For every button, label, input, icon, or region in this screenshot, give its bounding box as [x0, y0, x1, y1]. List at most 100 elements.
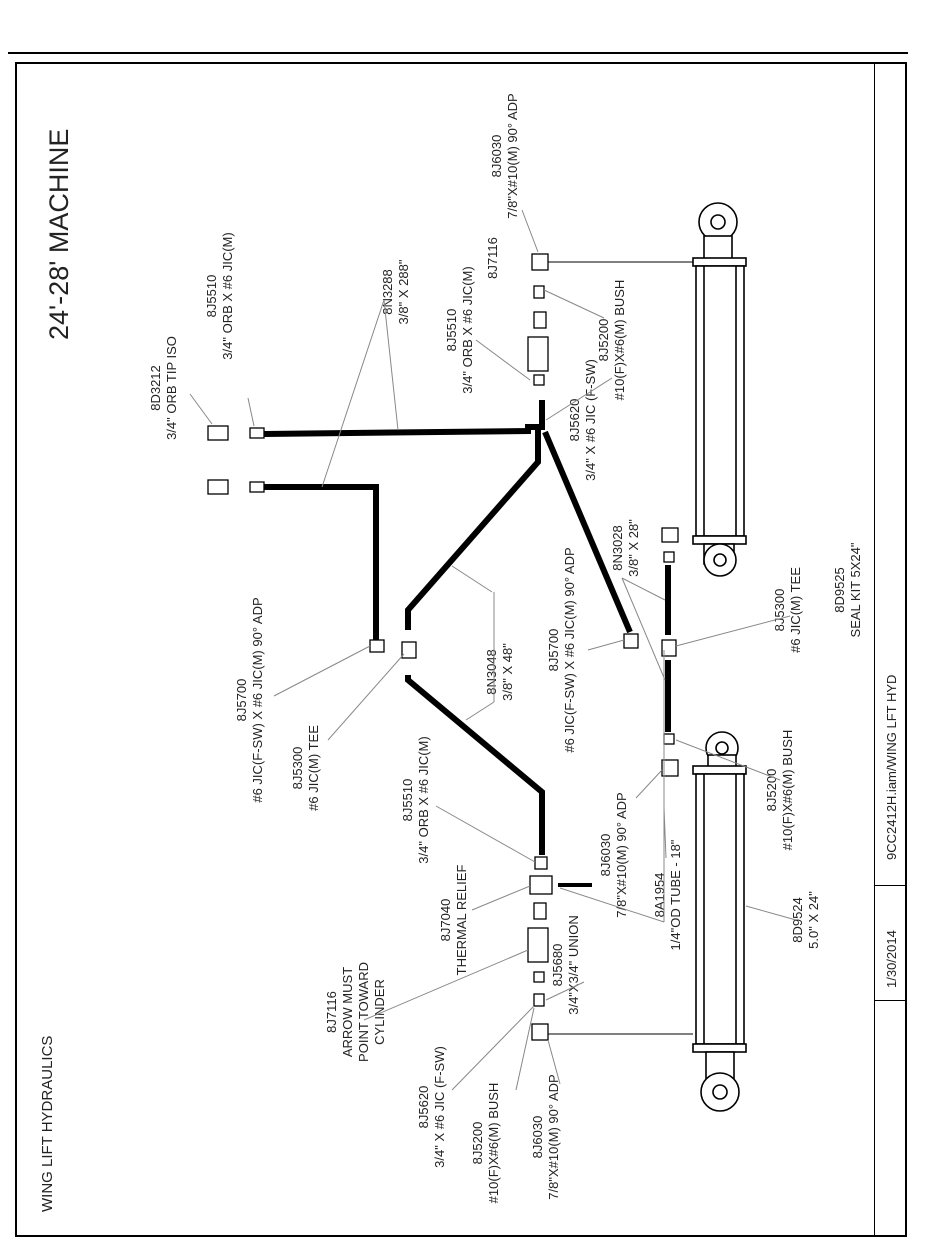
callout-8j5300-right: 8J5300 #6 JIC(M) TEE	[772, 567, 803, 653]
callout-8j5200-top: 8J5200 #10(F)X#6(M) BUSH	[596, 280, 627, 401]
part-description: #6 JIC(F-SW) X #6 JIC(M) 90° ADP	[250, 597, 265, 802]
callout-8j7040: 8J7040 THERMAL RELIEF	[438, 865, 469, 976]
note-line: CYLINDER	[372, 979, 387, 1045]
part-description: 3/4" X #6 JIC (F-SW)	[432, 1046, 447, 1168]
hose-8n3048-upper	[405, 427, 541, 630]
part-number: 8J5620	[567, 399, 582, 442]
part-description: 3/8" X 28"	[626, 519, 641, 577]
part-description: #10(F)X#6(M) BUSH	[612, 280, 627, 401]
fitting-cyl-upper-bush	[663, 551, 675, 563]
callout-8d9525: 8D9525 SEAL KIT 5X24"	[832, 542, 863, 637]
drawing-title: 24'-28' MACHINE	[44, 129, 74, 340]
part-description: 3/8" X 288"	[396, 259, 411, 324]
callout-8j5510-mid: 8J5510 3/4" ORB X #6 JIC(M)	[444, 266, 475, 393]
callout-8j6030-low: 8J6030 7/8"X#10(M) 90° ADP	[530, 1074, 561, 1199]
part-number: 8J6030	[489, 135, 504, 178]
part-number: 8J5510	[444, 309, 459, 352]
callout-8a1954: 8A1954 1/4"OD TUBE - 18"	[652, 839, 683, 950]
callout-8j7116-low: 8J7116 ARROW MUST POINT TOWARD CYLINDER	[324, 962, 387, 1062]
part-number: 8J6030	[530, 1116, 545, 1159]
part-description: THERMAL RELIEF	[454, 865, 469, 976]
title-block-divider	[874, 885, 907, 886]
fitting-tee-right	[661, 639, 677, 657]
part-description: 3/4" ORB X #6 JIC(M)	[220, 232, 235, 359]
part-description: #10(F)X#6(M) BUSH	[780, 730, 795, 851]
top-rule	[8, 52, 908, 54]
callout-8j5510-top: 8J5510 3/4" ORB X #6 JIC(M)	[204, 232, 235, 359]
hose-8n3288-lower	[264, 484, 379, 641]
fitting-low-bush	[533, 993, 545, 1007]
part-number: 8J5700	[234, 679, 249, 722]
title-block-column	[874, 62, 907, 1237]
fitting-cyl-lower-bush	[663, 733, 675, 745]
part-number: 8J5620	[416, 1086, 431, 1129]
callout-8n3028: 8N3028 3/8" X 28"	[610, 519, 641, 577]
fitting-cyl-upper-adp	[661, 527, 679, 543]
fitting-low-jic	[534, 856, 548, 870]
hose-lines	[263, 400, 671, 855]
fitting-low-adp	[531, 1023, 549, 1041]
callout-8d9524: 8D9524 5.0" X 24"	[790, 891, 821, 949]
part-number: 8J5300	[290, 747, 305, 790]
fitting-adp-upper	[249, 427, 265, 439]
drawing-frame	[15, 62, 907, 1237]
title-block-date: 1/30/2014	[884, 930, 899, 988]
part-number: 8J6030	[598, 834, 613, 877]
title-block-divider	[874, 1000, 907, 1001]
part-description: 7/8"X#10(M) 90° ADP	[546, 1074, 561, 1199]
part-number: 8N3048	[484, 649, 499, 695]
callout-8d3212: 8D3212 3/4" ORB TIP ISO	[148, 336, 179, 440]
part-description: 3/4" ORB X #6 JIC(M)	[460, 266, 475, 393]
callout-8j5620-low: 8J5620 3/4" X #6 JIC (F-SW)	[416, 1046, 447, 1168]
part-number: 8D9524	[790, 897, 805, 943]
cylinder-lower	[692, 731, 747, 1112]
callout-8j5700-right: 8J5700 #6 JIC(F-SW) X #6 JIC(M) 90° ADP	[546, 547, 577, 752]
callout-8j6030-top: 8J6030 7/8"X#10(M) 90° ADP	[489, 93, 520, 218]
fitting-low-small	[533, 971, 545, 983]
part-description: 1/4"OD TUBE - 18"	[668, 839, 683, 950]
fitting-iso-upper	[207, 425, 229, 441]
fitting-90-left	[369, 639, 385, 653]
part-description: #6 JIC(M) TEE	[788, 567, 803, 653]
fitting-low-valve	[527, 927, 549, 963]
part-number: 8A1954	[652, 873, 667, 918]
part-number: 8J5200	[470, 1122, 485, 1165]
part-number: 8D9525	[832, 567, 847, 613]
fitting-tee-left	[401, 641, 417, 659]
part-number: 8J7040	[438, 899, 453, 942]
part-number: 8N3288	[380, 269, 395, 315]
fitting-valve-top	[527, 336, 549, 372]
fitting-90-right	[623, 633, 639, 649]
callout-8n3288: 8N3288 3/8" X 288"	[380, 259, 411, 324]
callout-8j5620-top: 8J5620 3/4" X #6 JIC (F-SW)	[567, 359, 598, 481]
note-line: ARROW MUST	[340, 967, 355, 1057]
callout-8j5300-left: 8J5300 #6 JIC(M) TEE	[290, 725, 321, 811]
part-description: 3/4" ORB X #6 JIC(M)	[416, 736, 431, 863]
callout-8j5700-left: 8J5700 #6 JIC(F-SW) X #6 JIC(M) 90° ADP	[234, 597, 265, 802]
part-number: 8D3212	[148, 365, 163, 411]
callout-8n3048: 8N3048 3/8" X 48"	[484, 643, 515, 701]
cylinder-port-lines	[548, 261, 693, 1035]
part-description: 5.0" X 24"	[806, 891, 821, 949]
hose-8n3048-lower	[405, 675, 545, 855]
part-description: 3/4" X #6 JIC (F-SW)	[583, 359, 598, 481]
callout-8j5680: 8J5680 3/4"X3/4" UNION	[550, 915, 581, 1015]
part-number: 8J5200	[764, 769, 779, 812]
fitting-thermal-relief	[529, 875, 553, 895]
note-line: POINT TOWARD	[356, 962, 371, 1062]
part-description: #10(F)X#6(M) BUSH	[486, 1083, 501, 1204]
part-number: 8J5200	[596, 319, 611, 362]
part-number: 8J5510	[400, 779, 415, 822]
part-number: 8J5700	[546, 629, 561, 672]
fitting-cyl-lower-adp	[661, 759, 679, 777]
part-description: 3/4"X3/4" UNION	[566, 915, 581, 1015]
callout-8j5200-low: 8J5200 #10(F)X#6(M) BUSH	[470, 1083, 501, 1204]
section-title: WING LIFT HYDRAULICS	[39, 1036, 56, 1212]
part-number: 8J7116	[485, 237, 500, 279]
cylinder-upper	[692, 202, 747, 577]
callout-8j7116-top: 8J7116	[485, 237, 500, 279]
fittings	[207, 253, 679, 1041]
part-description: SEAL KIT 5X24"	[848, 542, 863, 637]
part-description: 7/8"X#10(M) 90° ADP	[505, 93, 520, 218]
fitting-low-union	[533, 902, 547, 920]
